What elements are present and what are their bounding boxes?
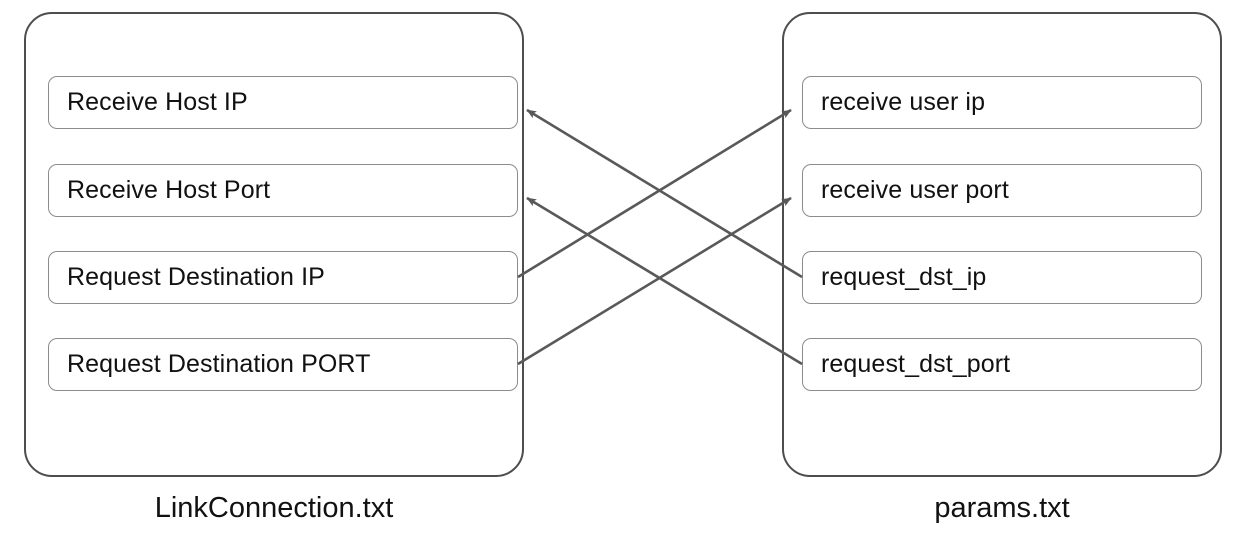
connector-arrow-request-dst-ip-to-receive-host-ip: [526, 108, 803, 279]
right-field-receive-user-port[interactable]: receive user port: [802, 164, 1202, 217]
left-field-receive-host-port[interactable]: Receive Host Port: [48, 164, 518, 217]
right-field-label: request_dst_port: [821, 350, 1011, 378]
right-field-label: receive user port: [821, 176, 1009, 204]
connector-arrow-request-destination-port-to-receive-user-port: [517, 196, 792, 366]
left-field-label: Request Destination IP: [67, 263, 325, 291]
right-file-caption: params.txt: [934, 492, 1070, 524]
right-field-label: receive user ip: [821, 88, 986, 116]
left-field-request-destination-ip[interactable]: Request Destination IP: [48, 251, 518, 304]
left-field-label: Receive Host Port: [67, 176, 271, 204]
left-field-label: Receive Host IP: [67, 88, 248, 116]
right-field-label: request_dst_ip: [821, 263, 987, 291]
connector-arrow-request-dst-port-to-receive-host-port: [526, 196, 803, 366]
left-field-receive-host-ip[interactable]: Receive Host IP: [48, 76, 518, 129]
right-field-receive-user-ip[interactable]: receive user ip: [802, 76, 1202, 129]
right-field-request-dst-ip[interactable]: request_dst_ip: [802, 251, 1202, 304]
right-field-request-dst-port[interactable]: request_dst_port: [802, 338, 1202, 391]
connector-lines: [517, 108, 803, 366]
connector-arrow-request-destination-ip-to-receive-user-ip: [517, 108, 792, 279]
left-field-label: Request Destination PORT: [67, 350, 371, 378]
left-field-request-destination-port[interactable]: Request Destination PORT: [48, 338, 518, 391]
left-file-caption: LinkConnection.txt: [154, 492, 394, 524]
